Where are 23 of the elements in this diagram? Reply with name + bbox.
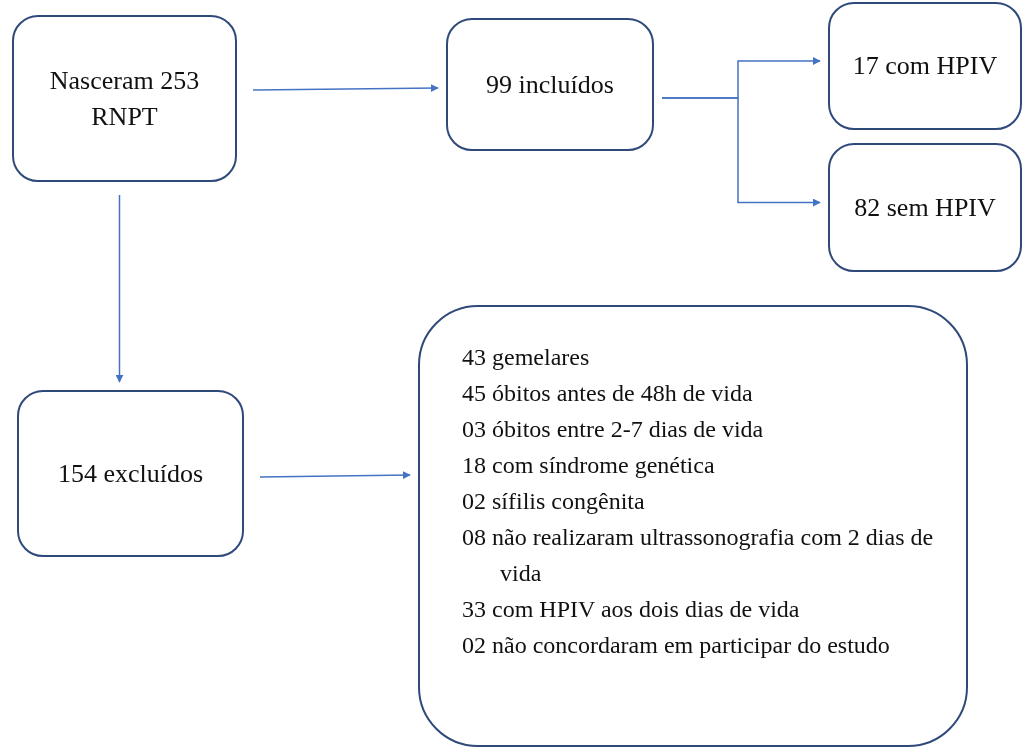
list-item: 18 com síndrome genética — [462, 451, 716, 480]
box-label: 17 com HPIV — [852, 50, 998, 82]
list-item: 33 com HPIV aos dois dias de vida — [462, 595, 801, 624]
process-box — [828, 143, 1022, 272]
list-item: 43 gemelares — [462, 343, 591, 372]
arrow — [252, 84, 439, 93]
list-item: 02 sífilis congênita — [462, 487, 646, 516]
arrow — [115, 194, 124, 383]
arrow — [661, 97, 821, 207]
exclusion-list-box — [418, 305, 968, 747]
process-box — [828, 2, 1022, 130]
arrow — [259, 471, 411, 480]
list-item: 03 óbitos entre 2-7 dias de vida — [462, 415, 765, 444]
process-box — [17, 390, 244, 557]
process-box — [446, 18, 654, 151]
box-label: Nasceram 253 RNPT — [48, 64, 201, 133]
list-item: 45 óbitos antes de 48h de vida — [462, 379, 754, 408]
box-label: 82 sem HPIV — [854, 191, 996, 224]
box-label: 99 incluídos — [486, 68, 614, 101]
list-item: 02 não concordaram em participar do estudo — [462, 631, 891, 660]
list-item: 08 não realizaram ultrassonografia com 2 dias de vida — [462, 523, 935, 588]
box-label: 154 excluídos — [57, 457, 204, 490]
process-box — [12, 15, 237, 182]
